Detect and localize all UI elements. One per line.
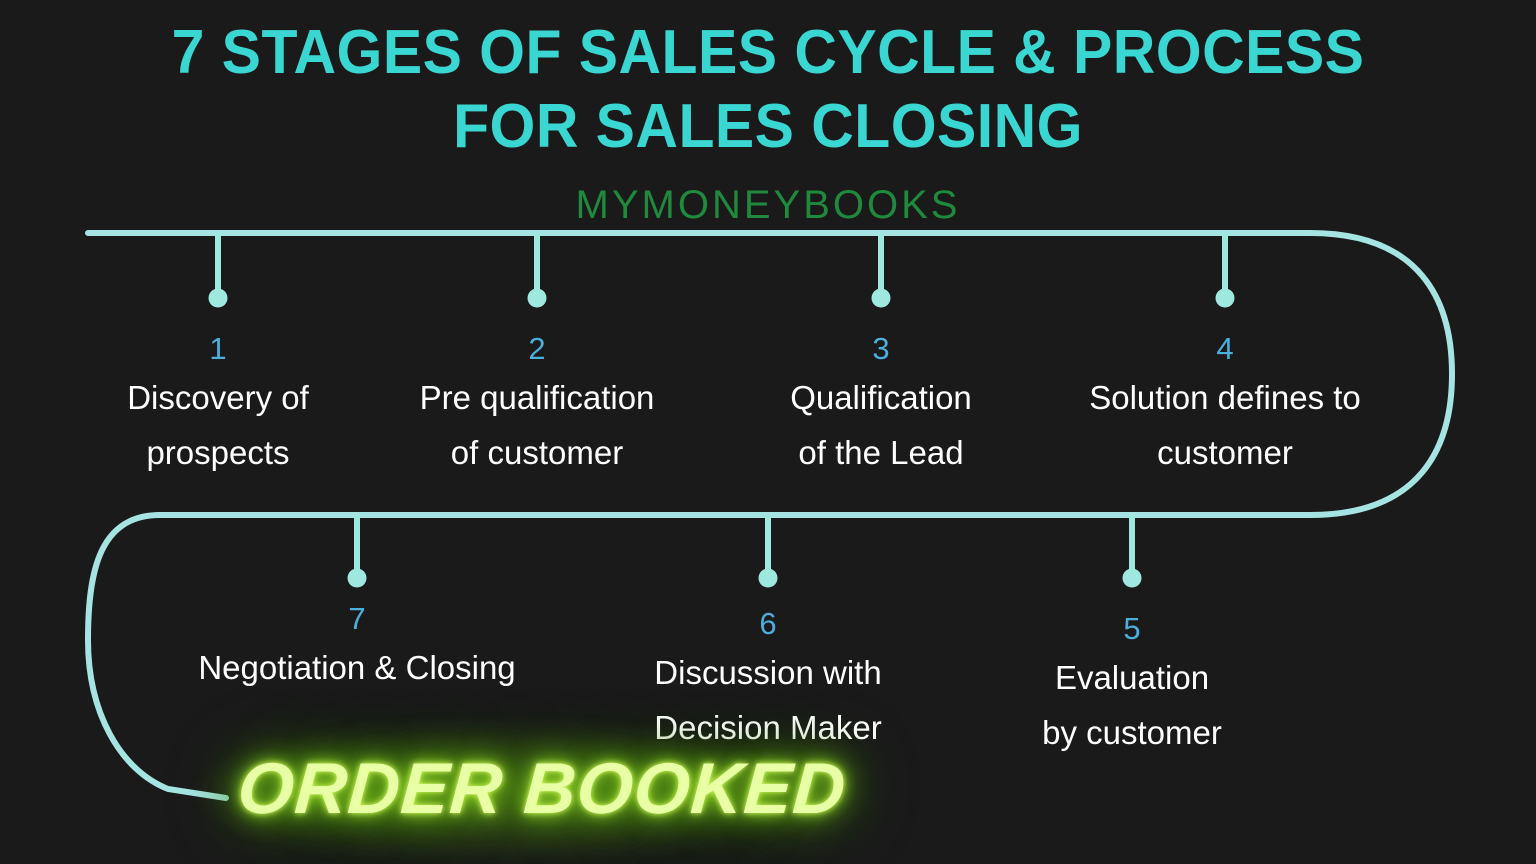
stage-7-label: Negotiation & Closing [198,649,516,686]
title-line-1: 7 STAGES OF SALES CYCLE & PROCESS [171,18,1365,87]
stage-6-number: 6 [759,606,777,641]
stage-1-number: 1 [209,331,227,366]
stage-2-number: 2 [528,331,546,366]
stage-5-number: 5 [1123,611,1141,646]
dot-5 [1122,568,1142,588]
stage-4-number: 4 [1216,331,1234,366]
stage-6-label: Discussion with Decision Maker [654,654,882,746]
stage-4[interactable]: 4 Solution defines to customer [1060,332,1390,480]
stage-7-number: 7 [348,601,366,636]
brand-subtitle: MYMONEYBOOKS [575,183,961,227]
dot-2 [527,288,547,308]
stage-2[interactable]: 2 Pre qualification of customer [372,332,702,480]
stage-3-label: Qualification of the Lead [790,379,972,471]
dot-7 [347,568,367,588]
page-title: 7 STAGES OF SALES CYCLE & PROCESS FOR SA… [0,16,1536,164]
stage-4-label: Solution defines to customer [1089,379,1361,471]
title-line-2: FOR SALES CLOSING [453,92,1083,161]
order-booked-label: ORDER BOOKED [235,749,849,829]
dot-3 [871,288,891,308]
stage-2-label: Pre qualification of customer [419,379,655,471]
stage-5[interactable]: 5 Evaluation by customer [962,612,1302,760]
stage-3[interactable]: 3 Qualification of the Lead [716,332,1046,480]
dot-4 [1215,288,1235,308]
stage-7[interactable]: 7 Negotiation & Closing [182,602,532,695]
stage-1-label: Discovery of prospects [127,379,309,471]
stage-1[interactable]: 1 Discovery of prospects [53,332,383,480]
dot-1 [208,288,228,308]
stage-5-label: Evaluation by customer [1042,659,1222,751]
stage-3-number: 3 [872,331,890,366]
stage-6[interactable]: 6 Discussion with Decision Maker [598,607,938,755]
dot-6 [758,568,778,588]
